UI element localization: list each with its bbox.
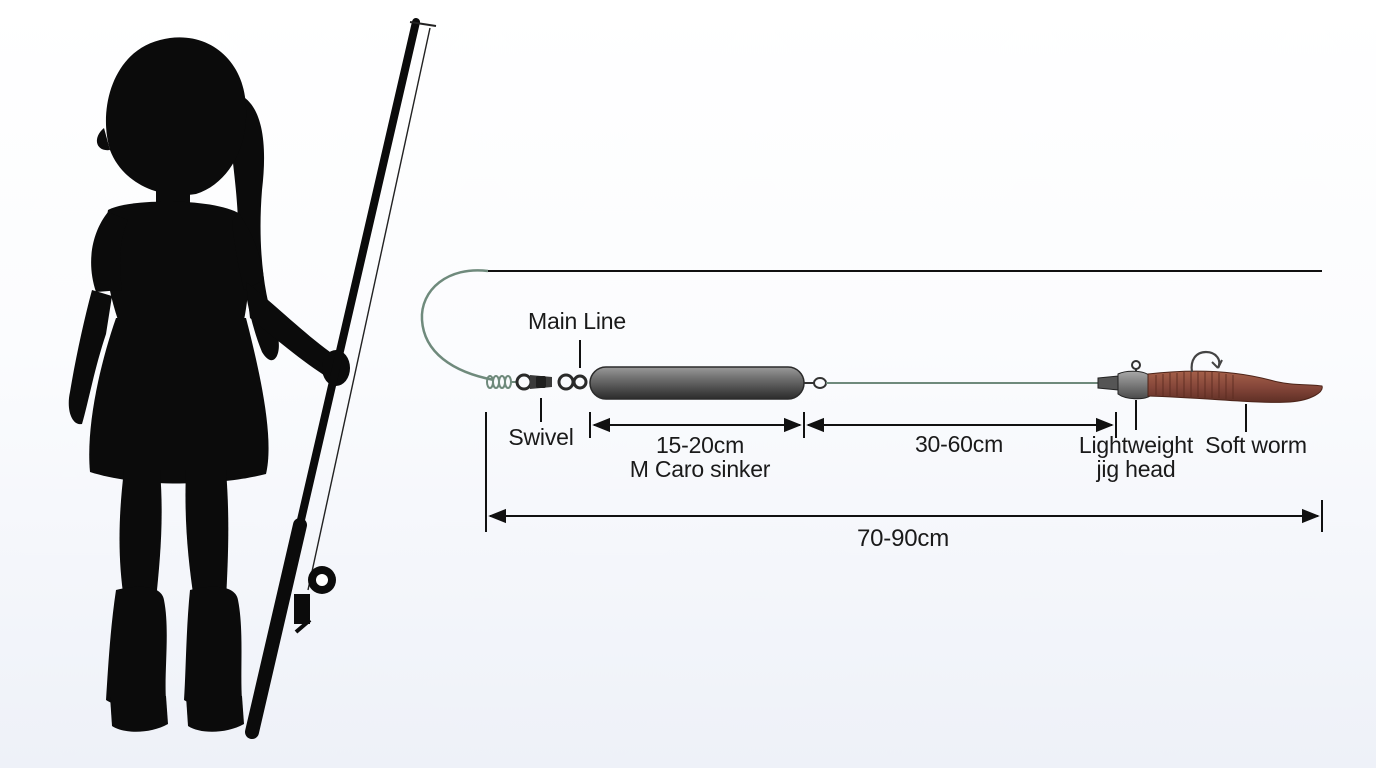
m-caro-sinker: [589, 366, 805, 400]
angler-silhouette: [68, 37, 350, 732]
jig-head-line1: Lightweight: [1078, 432, 1194, 458]
swivel: [515, 373, 588, 391]
main-line: [420, 269, 495, 382]
main-line-label: Main Line: [528, 308, 626, 334]
total-length-label: 70-90cm: [857, 525, 949, 552]
sinker-label: 15-20cm M Caro sinker: [630, 433, 771, 481]
jig-head-line2: jig head: [1096, 456, 1176, 482]
sinker-name-text: M Caro sinker: [629, 456, 771, 482]
label-leaders: [540, 340, 1247, 432]
swivel-label: Swivel: [508, 424, 574, 450]
dimension-marks: [485, 412, 1323, 532]
sinker-length-text: 15-20cm: [655, 432, 745, 458]
soft-worm: [1147, 350, 1323, 403]
soft-worm-label: Soft worm: [1205, 432, 1307, 458]
jig-head-label: Lightweight jig head: [1079, 433, 1193, 481]
fishing-rod: [245, 18, 437, 739]
knot: [486, 375, 518, 389]
jig-head: [1097, 360, 1151, 400]
leader-length-label: 30-60cm: [914, 431, 1004, 457]
